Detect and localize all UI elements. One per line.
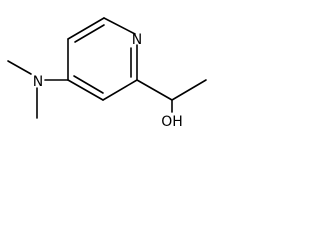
bond-c6-n1	[103, 17, 136, 35]
bond-c2-chiral-carbon	[136, 79, 173, 101]
amine-nitrogen-label: N	[33, 74, 43, 90]
chemical-structure: N N OH	[7, 17, 207, 130]
bond-chiral-carbon-methyl	[171, 79, 207, 101]
bond-n-methyl-up	[7, 60, 32, 75]
bond-c2-c3	[102, 79, 138, 101]
hydroxyl-label: OH	[161, 114, 183, 130]
bond-c3-c4-inner	[73, 75, 104, 94]
ring-nitrogen-label: N	[132, 32, 142, 48]
bond-ring-top-left-inner	[74, 24, 105, 43]
bond-ring-top-left	[67, 17, 105, 40]
bond-c3-c4	[67, 79, 104, 101]
